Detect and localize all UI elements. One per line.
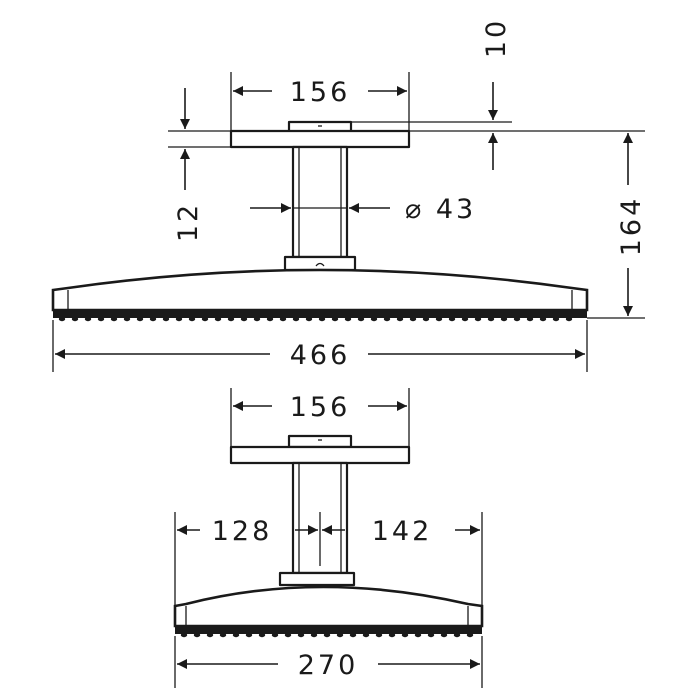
nozzle bbox=[162, 316, 170, 322]
nozzle bbox=[71, 316, 79, 322]
dimension-offsets: 128 142 bbox=[174, 512, 483, 606]
nozzle bbox=[435, 316, 443, 322]
nozzle bbox=[175, 316, 183, 322]
nozzle bbox=[123, 316, 131, 322]
nozzle bbox=[219, 632, 227, 638]
dimension-label-plate-width: 156 bbox=[290, 77, 351, 108]
shower-head bbox=[51, 268, 589, 322]
nozzle bbox=[539, 316, 547, 322]
ceiling-plate bbox=[229, 120, 411, 149]
nozzle bbox=[149, 316, 157, 322]
nozzle bbox=[206, 632, 214, 638]
nozzle bbox=[271, 632, 279, 638]
nozzle bbox=[526, 316, 534, 322]
nozzle bbox=[370, 316, 378, 322]
nozzle bbox=[466, 632, 474, 638]
nozzle bbox=[331, 316, 339, 322]
nozzle bbox=[84, 316, 92, 322]
nozzle bbox=[461, 316, 469, 322]
nozzle bbox=[201, 316, 209, 322]
side-elevation-view: 156 128 142 270 bbox=[173, 388, 484, 688]
nozzle bbox=[253, 316, 261, 322]
dimension-label-head-width: 466 bbox=[290, 340, 351, 371]
nozzle bbox=[388, 632, 396, 638]
nozzle-row-side bbox=[180, 632, 474, 638]
nozzle bbox=[297, 632, 305, 638]
nozzle bbox=[58, 316, 66, 322]
nozzle bbox=[279, 316, 287, 322]
arm-collar bbox=[283, 255, 357, 272]
dimension-label-plate-width-side: 156 bbox=[290, 392, 351, 423]
nozzle bbox=[323, 632, 331, 638]
shower-arm bbox=[291, 145, 349, 259]
nozzle bbox=[318, 316, 326, 322]
nozzle bbox=[500, 316, 508, 322]
arm-collar-side bbox=[278, 571, 356, 587]
dimension-plate-thickness: 12 bbox=[168, 88, 231, 242]
dimension-head-width: 466 bbox=[52, 320, 588, 372]
nozzle bbox=[487, 316, 495, 322]
dimension-arm-diameter: ⌀ 43 bbox=[250, 194, 476, 225]
nozzle bbox=[474, 316, 482, 322]
nozzle bbox=[409, 316, 417, 322]
nozzle bbox=[292, 316, 300, 322]
dimension-plate-width: 156 bbox=[230, 72, 410, 131]
nozzle bbox=[383, 316, 391, 322]
dimension-plate-offset: 10 bbox=[351, 18, 645, 170]
dimension-label-right-offset: 142 bbox=[372, 516, 433, 547]
ceiling-plate-side bbox=[229, 434, 411, 465]
dimension-label-arm-diameter: ⌀ 43 bbox=[405, 194, 476, 225]
nozzle bbox=[258, 632, 266, 638]
nozzle bbox=[427, 632, 435, 638]
nozzle bbox=[336, 632, 344, 638]
dimension-total-height: 164 bbox=[587, 133, 647, 319]
nozzle bbox=[310, 632, 318, 638]
nozzle bbox=[214, 316, 222, 322]
nozzle bbox=[349, 632, 357, 638]
front-elevation-view: 156 10 12 ⌀ 43 bbox=[51, 18, 647, 372]
nozzle bbox=[193, 632, 201, 638]
shower-head-side bbox=[173, 585, 484, 638]
nozzle bbox=[284, 632, 292, 638]
nozzle bbox=[357, 316, 365, 322]
nozzle bbox=[453, 632, 461, 638]
dimension-label-head-depth: 270 bbox=[298, 650, 359, 681]
nozzle bbox=[245, 632, 253, 638]
nozzle bbox=[422, 316, 430, 322]
dimension-label-total-height: 164 bbox=[616, 196, 647, 257]
nozzle bbox=[110, 316, 118, 322]
nozzle bbox=[513, 316, 521, 322]
dimension-label-left-offset: 128 bbox=[212, 516, 273, 547]
nozzle bbox=[448, 316, 456, 322]
nozzle bbox=[440, 632, 448, 638]
nozzle bbox=[240, 316, 248, 322]
nozzle bbox=[305, 316, 313, 322]
nozzle bbox=[232, 632, 240, 638]
nozzle bbox=[344, 316, 352, 322]
nozzle bbox=[362, 632, 370, 638]
nozzle bbox=[414, 632, 422, 638]
dimension-label-plate-offset: 10 bbox=[481, 18, 512, 58]
nozzle bbox=[188, 316, 196, 322]
dimension-head-depth: 270 bbox=[174, 636, 483, 688]
nozzle bbox=[552, 316, 560, 322]
nozzle bbox=[375, 632, 383, 638]
nozzle bbox=[401, 632, 409, 638]
nozzle bbox=[565, 316, 573, 322]
dimension-plate-width-side: 156 bbox=[230, 388, 410, 447]
nozzle bbox=[136, 316, 144, 322]
dimension-label-plate-thickness: 12 bbox=[173, 202, 204, 242]
nozzle-row bbox=[58, 316, 573, 322]
nozzle bbox=[227, 316, 235, 322]
nozzle bbox=[266, 316, 274, 322]
nozzle bbox=[396, 316, 404, 322]
nozzle bbox=[180, 632, 188, 638]
nozzle bbox=[97, 316, 105, 322]
